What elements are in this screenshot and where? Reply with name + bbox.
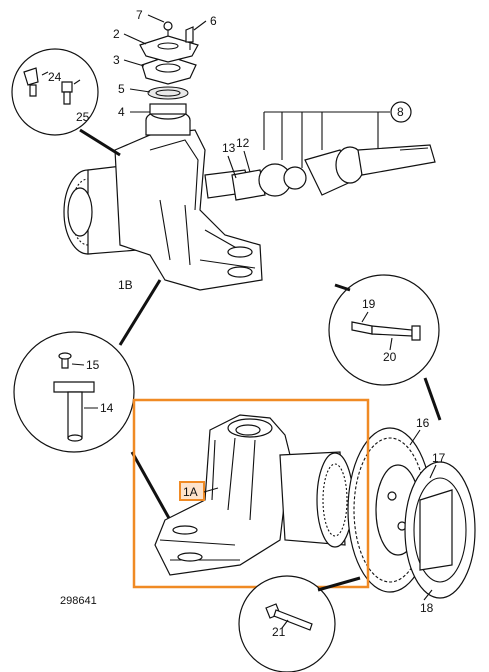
swivel-housing-1a	[154, 414, 354, 576]
callout-19: 19	[362, 297, 376, 311]
drive-shaft	[231, 144, 436, 201]
part-7-nipple	[163, 21, 173, 31]
callout-18: 18	[420, 601, 434, 615]
callout-2: 2	[113, 27, 120, 41]
callout-14: 14	[100, 401, 114, 415]
callout-17: 17	[432, 451, 446, 465]
callout-21: 21	[272, 625, 286, 639]
callout-13: 13	[222, 141, 236, 155]
callout-1a: 1A	[183, 485, 198, 499]
callout-4: 4	[118, 105, 125, 119]
part-5-seal	[147, 86, 189, 100]
detail-circle-bolt-21	[238, 575, 336, 672]
detail-circle-kingpin	[13, 331, 135, 453]
callout-12: 12	[236, 136, 250, 150]
callout-8-circle	[390, 101, 412, 123]
callout-20: 20	[383, 350, 397, 364]
kingpin-stack	[139, 21, 199, 120]
swivel-housing-1b	[63, 109, 263, 291]
callout-8: 8	[397, 105, 404, 119]
callout-3: 3	[113, 53, 120, 67]
callout-1b: 1B	[118, 278, 133, 292]
detail-circle-grease-nipples	[11, 48, 99, 136]
highlight-label-box[interactable]	[179, 481, 205, 501]
drawing-reference: 298641	[60, 595, 97, 607]
brake-plate	[404, 461, 476, 599]
callout-7: 7	[136, 8, 143, 22]
part-6-bolt	[185, 26, 194, 43]
highlight-box	[132, 398, 370, 589]
callout-15: 15	[86, 358, 100, 372]
callout-24: 24	[48, 70, 62, 84]
callout-16: 16	[416, 416, 430, 430]
callout-6: 6	[210, 14, 217, 28]
detail-circle-bolt	[328, 274, 440, 386]
callout-5: 5	[118, 82, 125, 96]
callout-25: 25	[76, 110, 90, 124]
